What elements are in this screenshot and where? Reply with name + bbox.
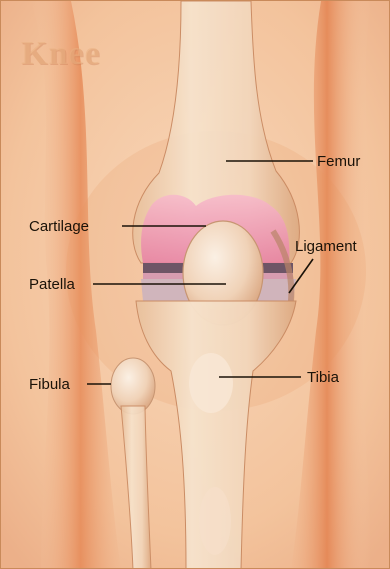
- figure-title: Knee: [21, 35, 101, 73]
- label-patella: Patella: [29, 277, 75, 292]
- label-cartilage: Cartilage: [29, 219, 89, 234]
- label-fibula: Fibula: [29, 377, 70, 392]
- label-ligament: Ligament: [295, 239, 357, 254]
- label-femur: Femur: [317, 154, 360, 169]
- label-tibia: Tibia: [307, 370, 339, 385]
